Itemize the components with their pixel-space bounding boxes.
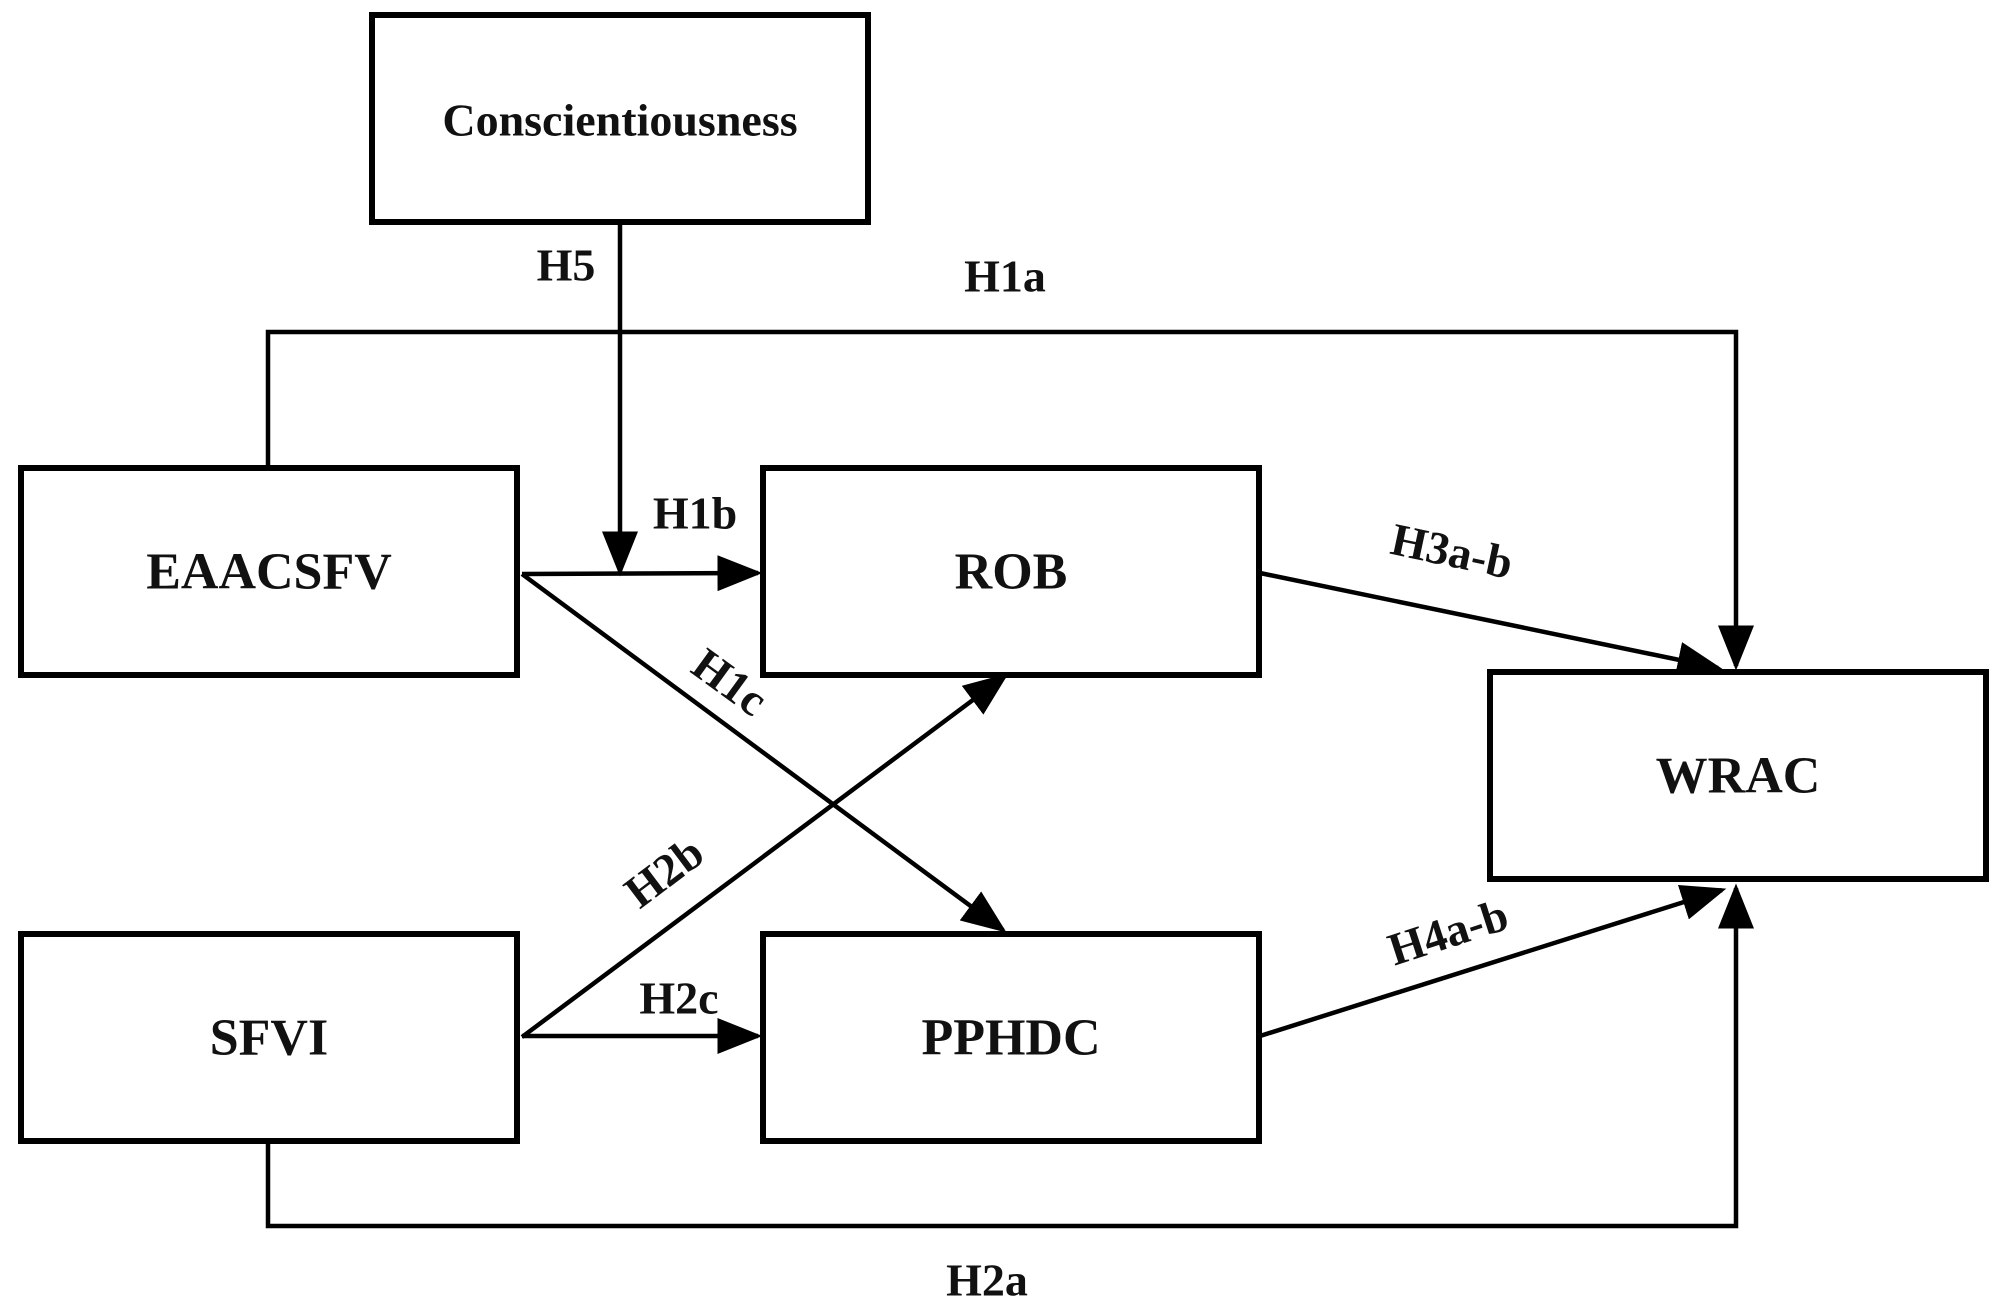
sfvi-label: SFVI [210, 1010, 328, 1067]
connections [265, 222, 1754, 1229]
rob-node: ROB [760, 465, 1262, 678]
h2a-arrow [265, 883, 1754, 1229]
h5-label: H5 [537, 240, 596, 291]
h2b-arrow [520, 673, 1009, 1039]
conscientiousness-node: Conscientiousness [369, 12, 871, 225]
h2a-label: H2a [946, 1255, 1028, 1306]
pphdc-label: PPHDC [921, 1010, 1100, 1067]
h1a-label: H1a [964, 251, 1046, 302]
sfvi-node: SFVI [18, 931, 520, 1144]
h1a-arrow [265, 329, 1754, 671]
h1b-label: H1b [653, 488, 737, 539]
hypothesis-labels: H5 H1a H1b H1c H2b H2c H3a-b H4a-b H2a [537, 240, 1518, 1306]
wrac-label: WRAC [1656, 748, 1821, 805]
h3ab-arrow [1259, 570, 1723, 678]
conscientiousness-label: Conscientiousness [442, 95, 797, 146]
eaacsfv-node: EAACSFV [18, 465, 520, 678]
pphdc-node: PPHDC [760, 931, 1262, 1144]
rob-label: ROB [955, 544, 1068, 601]
h4ab-arrow [1259, 885, 1727, 1039]
h3ab-label: H3a-b [1387, 513, 1518, 588]
h2c-label: H2c [639, 973, 718, 1024]
h1b-arrow [521, 555, 763, 592]
eaacsfv-label: EAACSFV [146, 544, 392, 601]
h1c-arrow [520, 572, 1007, 933]
wrac-node: WRAC [1487, 669, 1989, 882]
